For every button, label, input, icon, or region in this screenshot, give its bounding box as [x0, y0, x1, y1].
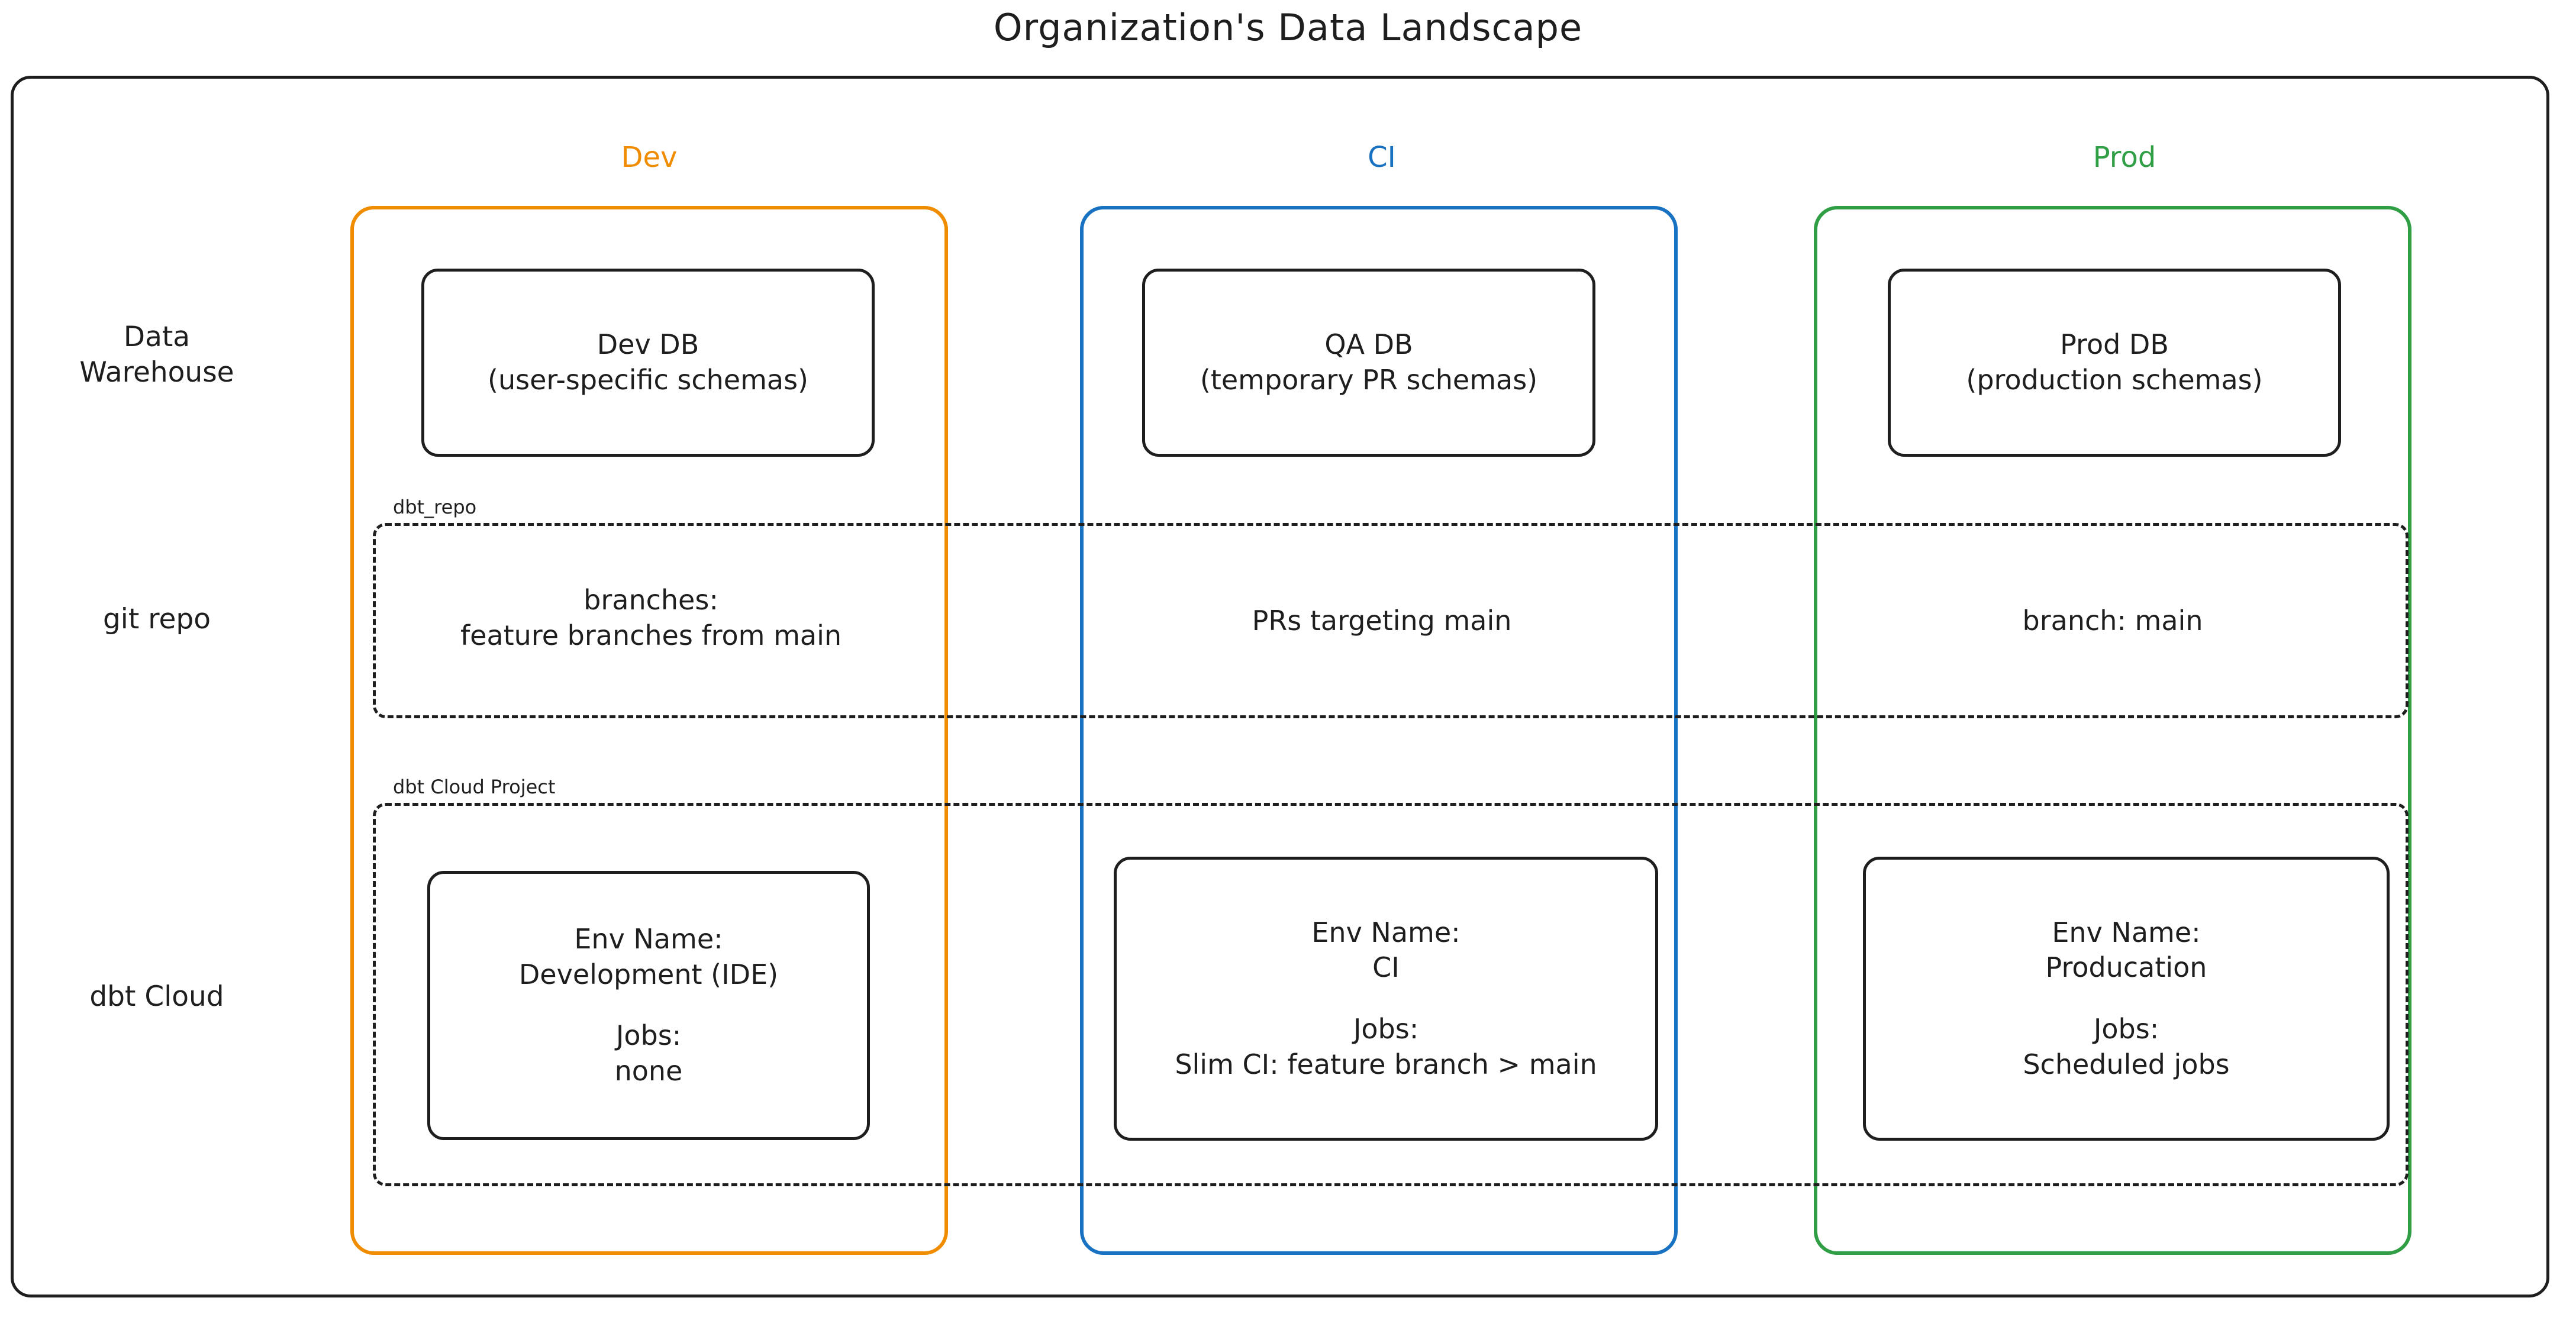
card-dbt-cloud-ci: Env Name: CI Jobs: Slim CI: feature bran… — [1114, 857, 1658, 1141]
outer-frame — [11, 76, 2549, 1297]
git-repo-text-dev-line-1: branches: — [583, 584, 718, 616]
card-dbt-cloud-dev-jobs-label: Jobs: — [615, 1019, 682, 1052]
card-dbt-cloud-prod-env-value: Producation — [2045, 951, 2207, 984]
card-dev-db: Dev DB (user-specific schemas) — [421, 269, 875, 457]
card-dbt-cloud-ci-env-label: Env Name: — [1311, 916, 1461, 948]
column-header-dev: Dev — [621, 141, 678, 174]
band-label-dbt-cloud-project: dbt Cloud Project — [393, 776, 556, 798]
environment-column-prod — [1814, 206, 2411, 1255]
git-repo-text-prod: branch: main — [2022, 605, 2203, 637]
row-label-line-2: Warehouse — [79, 356, 234, 389]
card-prod-db-line-2: (production schemas) — [1966, 364, 2263, 396]
card-dbt-cloud-dev-jobs-value: none — [614, 1055, 683, 1087]
column-header-prod: Prod — [2093, 141, 2156, 174]
card-dbt-cloud-prod-env-label: Env Name: — [2052, 916, 2201, 948]
band-dbt-cloud-project — [373, 803, 2409, 1186]
card-prod-db-line-1: Prod DB — [2060, 328, 2169, 361]
card-dbt-cloud-prod-jobs-label: Jobs: — [2093, 1012, 2159, 1045]
card-dbt-cloud-prod-jobs-value: Scheduled jobs — [2023, 1048, 2230, 1080]
git-repo-text-ci: PRs targeting main — [1252, 605, 1512, 637]
git-repo-text-dev: branches: feature branches from main — [367, 583, 935, 654]
band-dbt-repo — [373, 523, 2409, 718]
band-label-dbt-repo: dbt_repo — [393, 496, 477, 518]
environment-column-ci — [1080, 206, 1678, 1255]
row-label-git-repo: git repo — [102, 603, 211, 635]
card-qa-db-line-1: QA DB — [1324, 328, 1413, 361]
card-dbt-cloud-dev-env-label: Env Name: — [574, 923, 723, 956]
card-prod-db: Prod DB (production schemas) — [1888, 269, 2341, 457]
card-dbt-cloud-dev-env-value: Development (IDE) — [518, 958, 779, 990]
column-header-ci: CI — [1368, 141, 1396, 174]
card-dev-db-line-2: (user-specific schemas) — [488, 364, 808, 396]
diagram-title: Organization's Data Landscape — [993, 6, 1583, 49]
card-dbt-cloud-ci-jobs-label: Jobs: — [1353, 1012, 1419, 1045]
row-label-data-warehouse: Data Warehouse — [6, 319, 308, 390]
card-dbt-cloud-ci-jobs-value: Slim CI: feature branch > main — [1175, 1048, 1597, 1080]
card-dev-db-line-1: Dev DB — [597, 328, 699, 361]
card-dbt-cloud-ci-env-value: CI — [1372, 951, 1400, 984]
environment-column-dev — [350, 206, 948, 1255]
row-label-dbt-cloud: dbt Cloud — [89, 980, 224, 1013]
git-repo-text-dev-line-2: feature branches from main — [460, 619, 842, 651]
row-label-line-1: Data — [123, 321, 191, 353]
card-dbt-cloud-prod: Env Name: Producation Jobs: Scheduled jo… — [1863, 857, 2390, 1141]
card-qa-db-line-2: (temporary PR schemas) — [1200, 364, 1538, 396]
card-qa-db: QA DB (temporary PR schemas) — [1142, 269, 1595, 457]
card-dbt-cloud-dev: Env Name: Development (IDE) Jobs: none — [427, 871, 870, 1140]
